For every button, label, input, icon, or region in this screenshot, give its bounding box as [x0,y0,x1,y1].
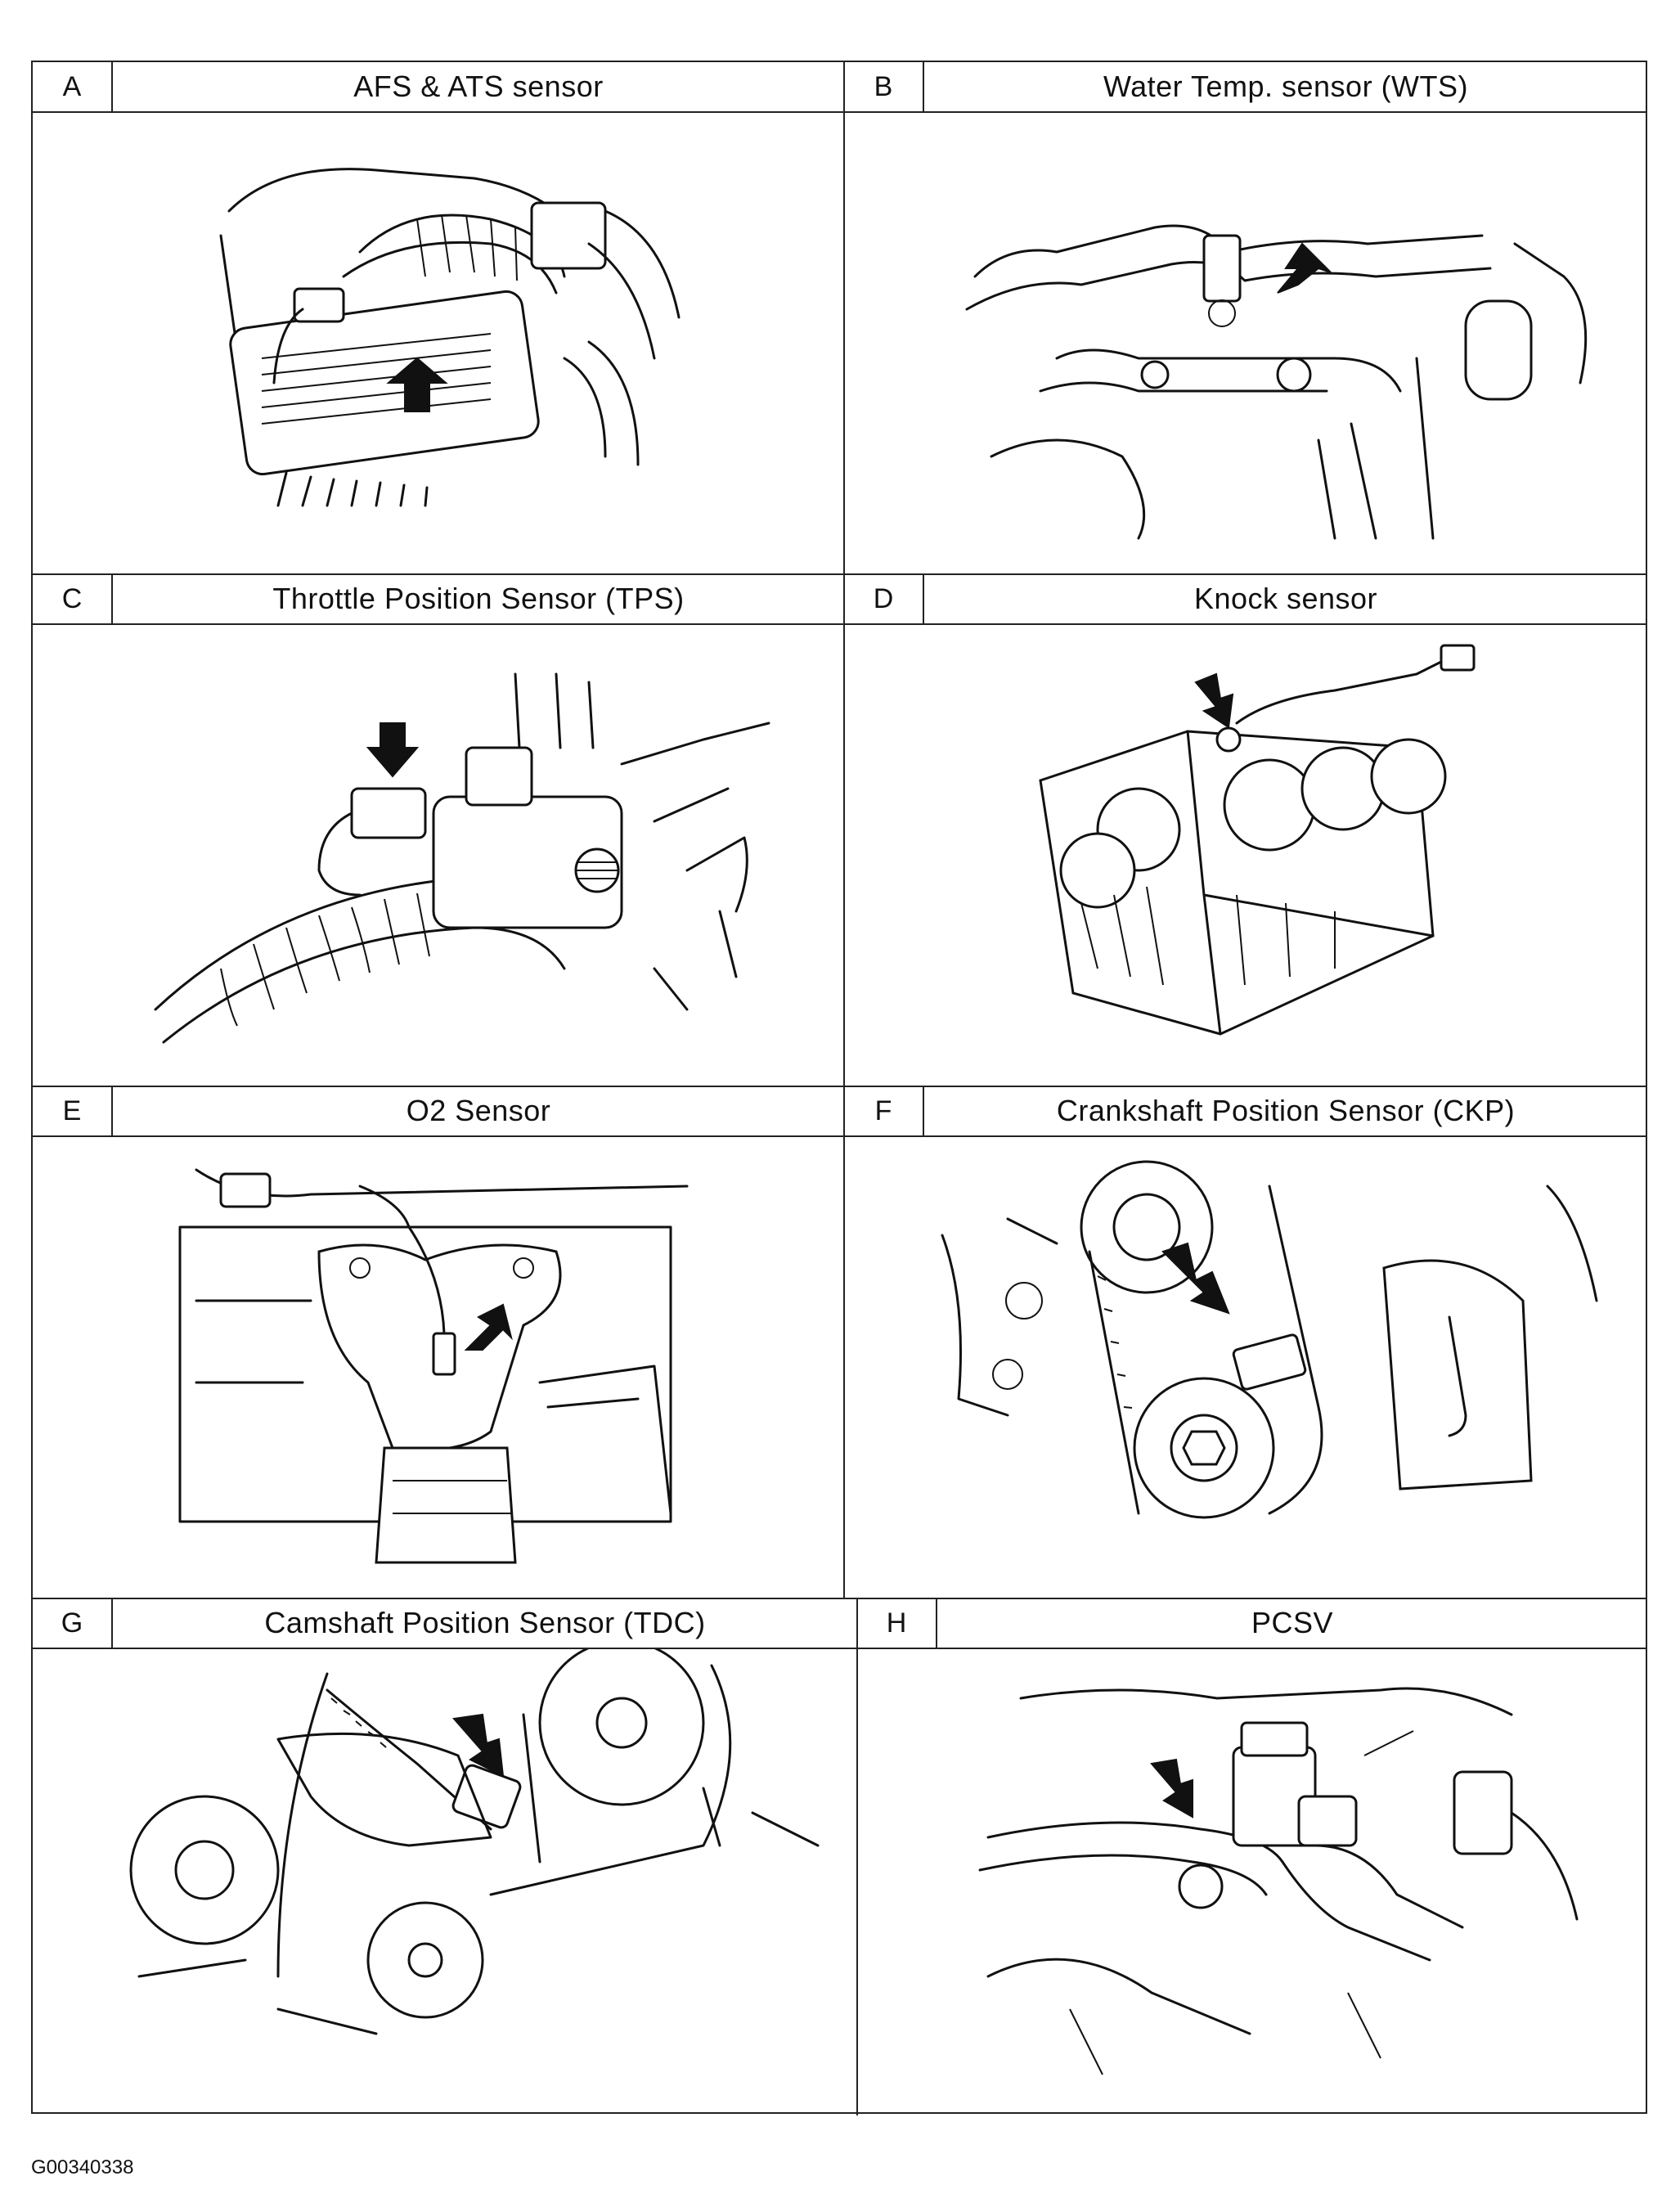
grid-divider-horizontal [33,1086,1646,1087]
cam-sprocket-diagram-icon [33,1649,857,2115]
sensor-arrow-icon [1277,242,1332,294]
grid-divider-vertical [843,62,845,1598]
panel-a-title: AFS & ATS sensor [353,70,604,103]
panel-d-title: Knock sensor [1193,582,1378,615]
panel-g: G Camshaft Position Sensor (TDC) [33,1598,857,2115]
panel-h-letter: H [857,1598,937,1648]
sensor-arrow-icon [366,722,420,778]
throttle-body-diagram-icon [33,625,844,1086]
panel-f: F Crankshaft Position Sensor (CKP) [844,1086,1647,1598]
panel-h: H PCSV [857,1598,1647,2115]
sensor-arrow-icon [1161,1242,1230,1315]
panel-f-title: Crankshaft Position Sensor (CKP) [1056,1094,1516,1127]
panel-c-header: C Throttle Position Sensor (TPS) [33,574,844,625]
exhaust-manifold-diagram-icon [33,1137,844,1598]
panel-e-title: O2 Sensor [406,1094,551,1127]
sensor-arrow-icon [452,1713,505,1778]
sensor-arrow-icon [464,1303,513,1351]
panel-g-letter: G [33,1598,113,1648]
sensor-arrow-icon [1150,1758,1193,1819]
air-flow-duct-diagram-icon [33,113,844,574]
engine-block-diagram-icon [844,625,1647,1086]
panel-b-letter: B [844,62,924,111]
panel-e: E O2 Sensor [33,1086,844,1598]
panel-b: B Water Temp. sensor (WTS) [844,62,1647,574]
panel-b-header: B Water Temp. sensor (WTS) [844,62,1647,113]
panel-e-header: E O2 Sensor [33,1086,844,1137]
panel-c: C Throttle Position Sensor (TPS) [33,574,844,1086]
panel-a-header: A AFS & ATS sensor [33,62,844,113]
panel-g-header: G Camshaft Position Sensor (TDC) [33,1598,857,1649]
panel-g-title: Camshaft Position Sensor (TDC) [264,1606,706,1639]
panel-d-header: D Knock sensor [844,574,1647,625]
panel-e-letter: E [33,1086,113,1135]
panel-c-title: Throttle Position Sensor (TPS) [272,582,685,615]
sensor-arrow-icon [1194,672,1234,729]
panel-a: A AFS & ATS sensor [33,62,844,574]
panel-a-letter: A [33,62,113,111]
sensor-location-sheet: A AFS & ATS sensor [31,61,1647,2115]
sensor-arrow-icon [386,357,448,412]
coolant-housing-diagram-icon [844,113,1647,574]
purge-valve-diagram-icon [857,1649,1647,2115]
panel-h-header: H PCSV [857,1598,1647,1649]
panel-c-letter: C [33,574,113,623]
panel-d-letter: D [844,574,924,623]
panel-d: D Knock sensor [844,574,1647,1086]
panel-h-title: PCSV [1251,1606,1334,1639]
figure-code: G00340338 [31,2156,134,2178]
panel-f-header: F Crankshaft Position Sensor (CKP) [844,1086,1647,1137]
grid-divider-vertical [856,1598,858,2115]
crank-pulley-diagram-icon [844,1137,1647,1598]
grid-divider-horizontal [33,1598,1646,1599]
panel-f-letter: F [844,1086,924,1135]
panel-b-title: Water Temp. sensor (WTS) [1103,70,1469,103]
grid-divider-horizontal [33,573,1646,575]
